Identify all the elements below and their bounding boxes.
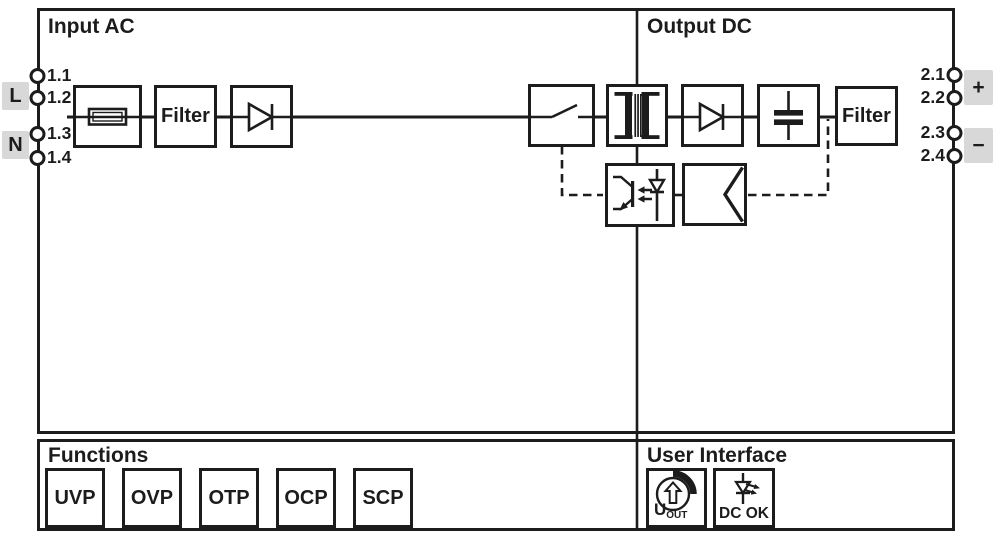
terminal-circle-1-4 (29, 150, 46, 166)
function-label-scp: SCP (362, 486, 404, 509)
output-terminal-circles (946, 67, 963, 164)
input-rectifier-block (230, 85, 293, 148)
function-label-uvp: UVP (54, 486, 96, 509)
capacitor-block (757, 84, 820, 147)
terminal-circle-1-2 (29, 90, 46, 106)
feedback-dashed-line (560, 119, 830, 197)
terminal-label-2-2: 2.2 (920, 87, 945, 107)
terminal-circle-1-3 (29, 126, 46, 142)
diode-icon (233, 101, 290, 133)
output-filter-block: Filter (835, 86, 898, 146)
function-block-otp: OTP (199, 468, 259, 528)
terminal-label-2-3: 2.3 (920, 122, 945, 142)
dc-ok-block: DC OK (713, 468, 775, 528)
terminal-label-2-1: 2.1 (920, 64, 945, 84)
output-rectifier-block (681, 84, 744, 147)
capacitor-icon (774, 91, 803, 140)
switch-block (528, 84, 595, 147)
uout-label-main: U (654, 500, 667, 519)
function-block-ovp: OVP (122, 468, 182, 528)
led-icon (733, 473, 760, 504)
terminal-circle-2-2 (946, 90, 963, 106)
amplifier-block (682, 163, 747, 226)
terminal-label-1-3: 1.3 (47, 123, 72, 143)
potentiometer-icon (655, 471, 697, 512)
transformer-block (606, 84, 668, 147)
switch-icon (531, 103, 592, 119)
section-title-output-dc: Output DC (647, 15, 752, 38)
terminal-label-2-4: 2.4 (920, 145, 945, 165)
terminal-circle-1-1 (29, 68, 46, 84)
terminal-circle-2-4 (946, 148, 963, 164)
fuse-icon (76, 107, 139, 126)
uout-label: UOUT (654, 501, 687, 524)
terminal-tag-n: N (2, 131, 29, 159)
terminal-tag-minus: − (964, 128, 993, 163)
main-section-border (37, 8, 955, 434)
uout-adjust-block: UOUT (646, 468, 707, 528)
diode-icon (684, 101, 741, 133)
fuse-block (73, 85, 142, 148)
function-label-ovp: OVP (130, 486, 174, 509)
input-filter-label: Filter (161, 105, 210, 127)
transformer-icon (614, 92, 660, 139)
function-block-ocp: OCP (276, 468, 336, 528)
output-filter-label: Filter (842, 104, 891, 127)
section-title-input-ac: Input AC (48, 15, 135, 38)
terminal-circle-2-1 (946, 67, 963, 83)
function-label-ocp: OCP (284, 486, 328, 509)
section-title-user-interface: User Interface (647, 444, 788, 467)
function-block-scp: SCP (353, 468, 413, 528)
uout-label-sub: OUT (666, 510, 688, 521)
section-title-functions: Functions (48, 444, 149, 467)
terminal-label-1-1: 1.1 (47, 65, 72, 85)
terminal-tag-plus: + (964, 70, 993, 105)
input-filter-block: Filter (154, 85, 217, 148)
terminal-label-1-4: 1.4 (47, 147, 72, 167)
bottom-section-border (37, 439, 955, 531)
dc-ok-label: DC OK (719, 505, 769, 522)
input-terminal-circles (29, 68, 46, 166)
function-label-otp: OTP (208, 486, 250, 509)
terminal-circle-2-3 (946, 125, 963, 141)
optocoupler-icon (613, 169, 667, 221)
amplifier-icon (722, 166, 744, 223)
terminal-label-1-2: 1.2 (47, 87, 72, 107)
terminal-tag-l: L (2, 82, 29, 110)
function-block-uvp: UVP (45, 468, 105, 528)
optocoupler-block (605, 163, 675, 227)
